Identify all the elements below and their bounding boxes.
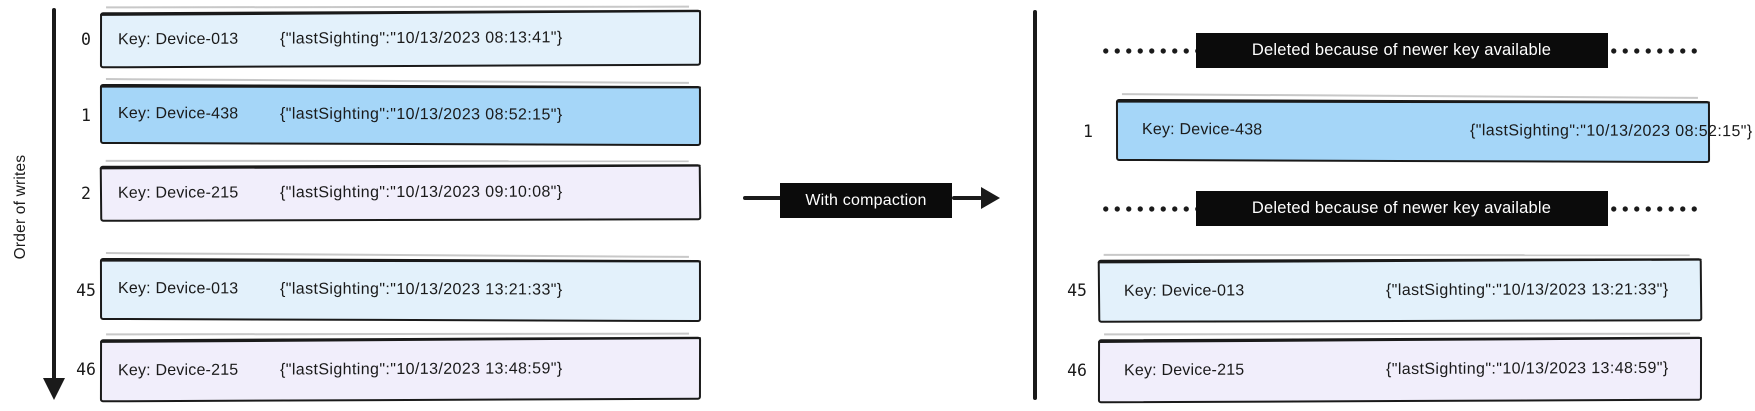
- offset-label: 1: [1083, 121, 1093, 141]
- deleted-banner-text: Deleted because of newer key available: [1251, 199, 1552, 217]
- record-value: {"lastSighting":"10/13/2023 13:21:33"}: [1385, 280, 1669, 299]
- order-axis-line: [52, 8, 56, 380]
- offset-label: 1: [81, 105, 91, 125]
- arrow-down-icon: [43, 378, 65, 400]
- record-row: Key: Device-438 {"lastSighting":"10/13/2…: [1115, 98, 1753, 164]
- record-value: {"lastSighting":"10/13/2023 13:21:33"}: [279, 280, 563, 299]
- record-key: Key: Device-013: [117, 30, 239, 49]
- record-row: Key: Device-215 {"lastSighting":"10/13/2…: [99, 336, 702, 403]
- compaction-arrow-shaft: [952, 196, 982, 200]
- record-row: Key: Device-215 {"lastSighting":"10/13/2…: [99, 164, 702, 222]
- record-value: {"lastSighting":"10/13/2023 08:13:41"}: [279, 29, 563, 48]
- record-row: Key: Device-438 {"lastSighting":"10/13/2…: [99, 83, 702, 147]
- record-key: Key: Device-215: [117, 184, 239, 202]
- deleted-row: Deleted because of newer key available: [1100, 33, 1703, 68]
- record-row: Key: Device-013 {"lastSighting":"10/13/2…: [1097, 258, 1703, 323]
- record-value: {"lastSighting":"10/13/2023 13:48:59"}: [1385, 359, 1669, 379]
- record-key: Key: Device-438: [1141, 121, 1263, 139]
- record-value: {"lastSighting":"10/13/2023 09:10:08"}: [279, 183, 563, 202]
- deleted-banner-text: Deleted because of newer key available: [1251, 41, 1552, 59]
- offset-label: 46: [1067, 360, 1087, 380]
- record-key: Key: Device-215: [117, 361, 239, 379]
- dotted-line-right: [1607, 47, 1703, 54]
- arrow-right-icon: [981, 187, 1000, 209]
- record-row: Key: Device-013 {"lastSighting":"10/13/2…: [99, 257, 702, 323]
- record-row: Key: Device-215 {"lastSighting":"10/13/2…: [1097, 336, 1703, 404]
- with-compaction-text: With compaction: [805, 191, 927, 209]
- offset-label: 46: [76, 360, 96, 379]
- order-of-writes-label: Order of writes: [12, 154, 29, 260]
- offset-label: 0: [81, 29, 91, 49]
- deleted-row: Deleted because of newer key available: [1100, 191, 1703, 226]
- dotted-line-right: [1607, 205, 1703, 212]
- compacted-axis-line: [1033, 10, 1037, 400]
- record-value: {"lastSighting":"10/13/2023 08:52:15"}: [279, 105, 563, 124]
- record-value: {"lastSighting":"10/13/2023 13:48:59"}: [279, 359, 563, 379]
- dotted-line-left: [1100, 47, 1196, 54]
- record-key: Key: Device-438: [117, 105, 239, 123]
- record-key: Key: Device-013: [1123, 281, 1245, 300]
- record-key: Key: Device-215: [1123, 361, 1245, 380]
- offset-label: 45: [1067, 281, 1087, 300]
- offset-label: 45: [76, 280, 96, 300]
- deleted-banner: Deleted because of newer key available: [1195, 33, 1608, 68]
- with-compaction-label: With compaction: [780, 183, 952, 218]
- deleted-banner: Deleted because of newer key available: [1195, 191, 1608, 226]
- record-value: {"lastSighting":"10/13/2023 08:52:15"}: [1469, 122, 1753, 141]
- dotted-line-left: [1100, 205, 1196, 212]
- compaction-arrow-tail: [743, 196, 782, 200]
- record-key: Key: Device-013: [117, 280, 239, 298]
- offset-label: 2: [81, 183, 91, 203]
- record-row: Key: Device-013 {"lastSighting":"10/13/2…: [99, 9, 702, 69]
